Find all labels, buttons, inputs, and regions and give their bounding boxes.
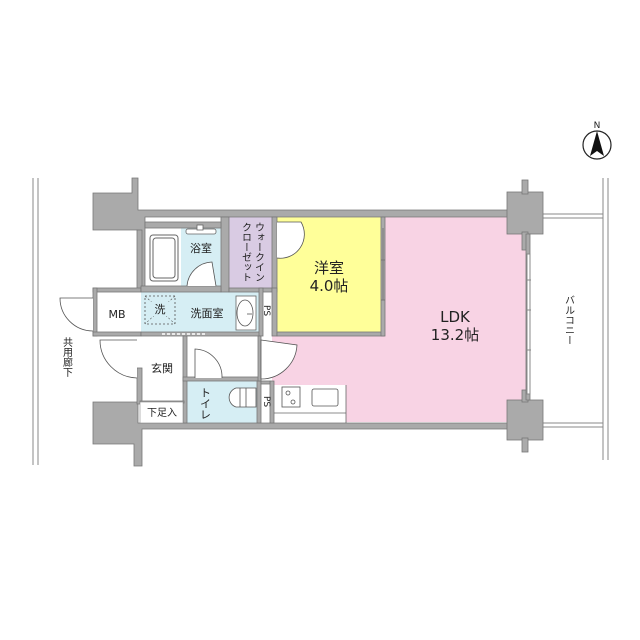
western-room-sliding-door[interactable] xyxy=(381,228,385,301)
western-room-label: 洋室 xyxy=(314,259,344,277)
balcony-outline xyxy=(542,178,609,460)
bath-label: 浴室 xyxy=(190,241,212,255)
washing-machine-icon xyxy=(144,295,176,325)
ldk-door[interactable] xyxy=(260,339,298,380)
western-room-size: 4.0帖 xyxy=(310,277,349,295)
washroom-label: 洗面室 xyxy=(191,306,224,320)
front-door[interactable] xyxy=(99,339,138,379)
washer-label: 洗 xyxy=(155,303,166,316)
kitchen-stove-icon xyxy=(281,386,301,408)
mb-label: MB xyxy=(108,308,125,321)
ps-label-2: PS xyxy=(261,396,271,407)
bathtub-icon xyxy=(149,234,179,282)
shoe-storage-label: 下足入 xyxy=(147,407,177,419)
walkin-closet-label-1: ウォークイン xyxy=(253,222,265,282)
balcony-label: バルコニー xyxy=(563,295,575,345)
compass-icon: N xyxy=(582,121,612,160)
ps-label-1: PS xyxy=(261,305,271,316)
corridor-label: 共用廊下 xyxy=(61,337,73,378)
bath-door[interactable] xyxy=(186,261,217,287)
corridor-lines xyxy=(32,178,39,465)
toilet-icon xyxy=(228,387,257,408)
compass-north-label: N xyxy=(594,121,601,131)
toilet-label: トイレ xyxy=(199,387,212,420)
walkin-closet-floor xyxy=(229,217,272,288)
entrance-label: 玄関 xyxy=(151,361,173,375)
balcony-windows xyxy=(526,253,531,395)
mb-floor xyxy=(97,294,137,332)
ldk-label: LDK xyxy=(440,308,471,326)
western-room-door[interactable] xyxy=(276,221,305,259)
bath-faucet-icon xyxy=(185,224,217,235)
ldk-size: 13.2帖 xyxy=(431,326,479,344)
toilet-door[interactable] xyxy=(194,348,223,379)
walls xyxy=(92,177,544,467)
walkin-closet-label-2: クローゼット xyxy=(240,222,252,282)
kitchen-sink-icon xyxy=(311,388,339,407)
wash-basin-icon xyxy=(235,295,257,331)
shoe-storage-box xyxy=(139,401,184,424)
mb-door[interactable] xyxy=(59,297,94,332)
